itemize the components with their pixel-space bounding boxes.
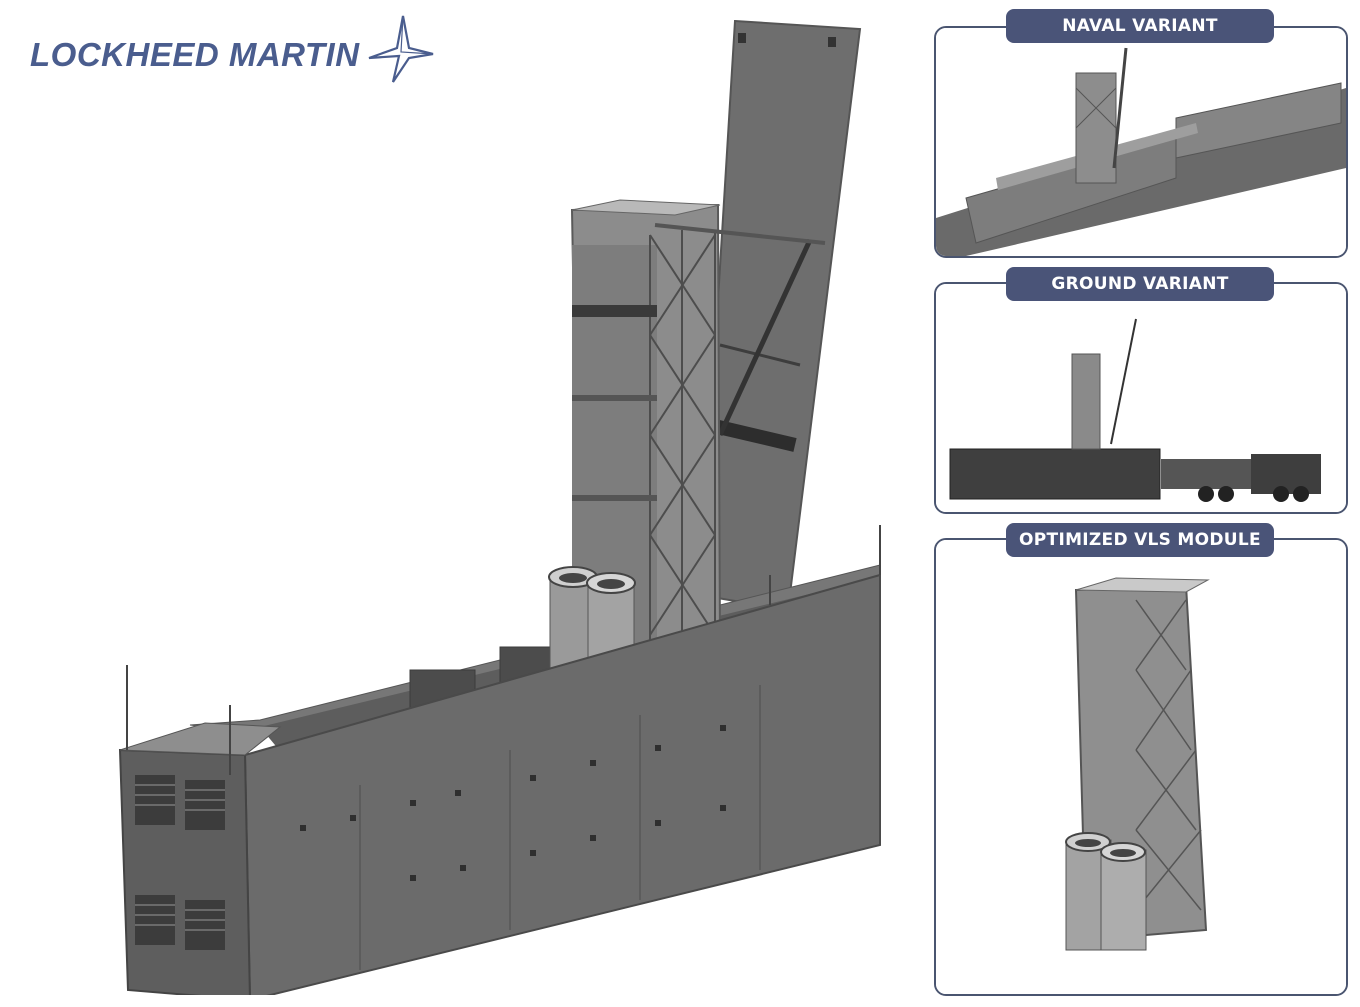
- naval-variant-render: [936, 28, 1346, 256]
- container-hatch-door: [698, 19, 862, 612]
- optimized-vls-panel: [934, 538, 1348, 996]
- ground-variant-render: [936, 284, 1346, 512]
- optimized-vls-label: OPTIMIZED VLS MODULE: [1006, 523, 1274, 557]
- naval-variant-label: NAVAL VARIANT: [1006, 9, 1274, 43]
- logo-wordmark: LOCKHEED MARTIN: [30, 36, 360, 73]
- ground-variant-label: GROUND VARIANT: [1006, 267, 1274, 301]
- vls-module-render: [936, 540, 1346, 994]
- lockheed-martin-logo: LOCKHEED MARTIN: [30, 14, 434, 84]
- ground-variant-panel: [934, 282, 1348, 514]
- launcher-render: [118, 19, 881, 995]
- four-point-star-icon: [368, 15, 434, 83]
- naval-variant-panel: [934, 26, 1348, 258]
